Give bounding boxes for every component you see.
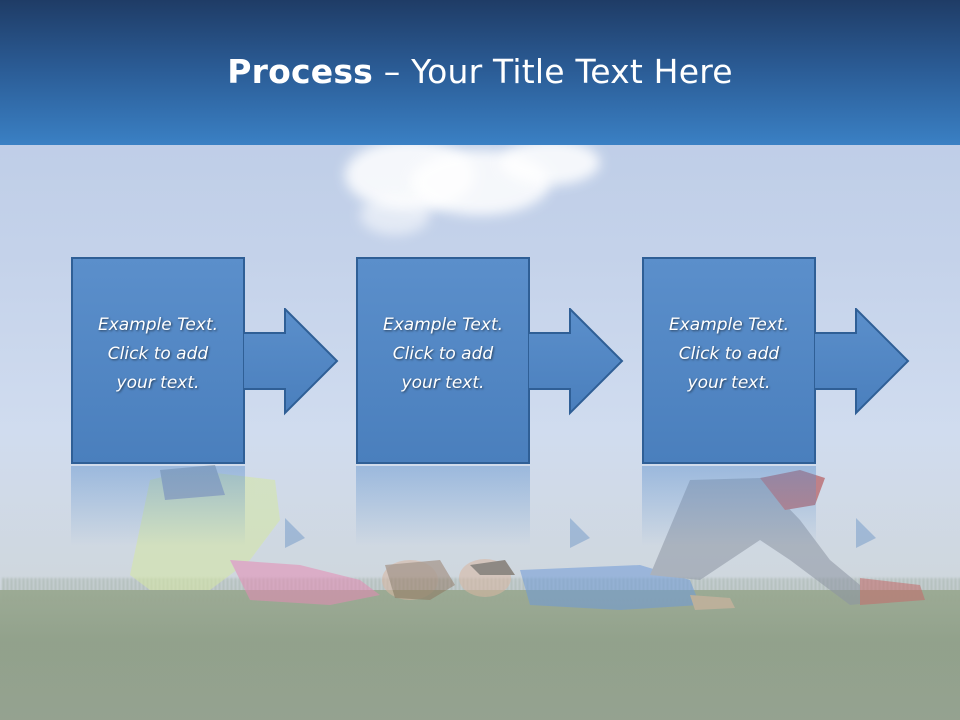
process-step-1-text: Example Text. Click to add your text. (73, 311, 243, 398)
cloud-shape (360, 195, 430, 235)
step-text-line: Example Text. (382, 315, 504, 335)
process-step-1-box[interactable]: Example Text. Click to add your text. (71, 257, 245, 464)
cloud-shape (500, 140, 600, 185)
process-step-2-box[interactable]: Example Text. Click to add your text. (356, 257, 530, 464)
step-text-line: your text. (401, 373, 485, 393)
process-step-3-text: Example Text. Click to add your text. (644, 311, 814, 398)
arrow-right-icon (244, 308, 339, 416)
title-rest-part: – Your Title Text Here (373, 52, 733, 91)
process-step-3-box[interactable]: Example Text. Click to add your text. (642, 257, 816, 464)
arrow-right-icon (815, 308, 910, 416)
process-step-3-reflection (642, 466, 816, 546)
arrow-reflection-icon (570, 518, 590, 548)
step-text-line: Click to add (678, 344, 780, 364)
step-text-line: your text. (116, 373, 200, 393)
grass-field (0, 590, 960, 720)
process-step-2-text: Example Text. Click to add your text. (358, 311, 528, 398)
step-text-line: your text. (687, 373, 771, 393)
process-step-1-reflection (71, 466, 245, 546)
slide-title[interactable]: Process – Your Title Text Here (0, 52, 960, 91)
arrow-reflection-icon (285, 518, 305, 548)
step-text-line: Click to add (107, 344, 209, 364)
step-text-line: Example Text. (97, 315, 219, 335)
title-bold-part: Process (227, 52, 374, 91)
step-text-line: Click to add (392, 344, 494, 364)
arrow-right-icon (529, 308, 624, 416)
arrow-reflection-icon (856, 518, 876, 548)
step-text-line: Example Text. (668, 315, 790, 335)
title-bar (0, 0, 960, 145)
process-step-2-reflection (356, 466, 530, 546)
